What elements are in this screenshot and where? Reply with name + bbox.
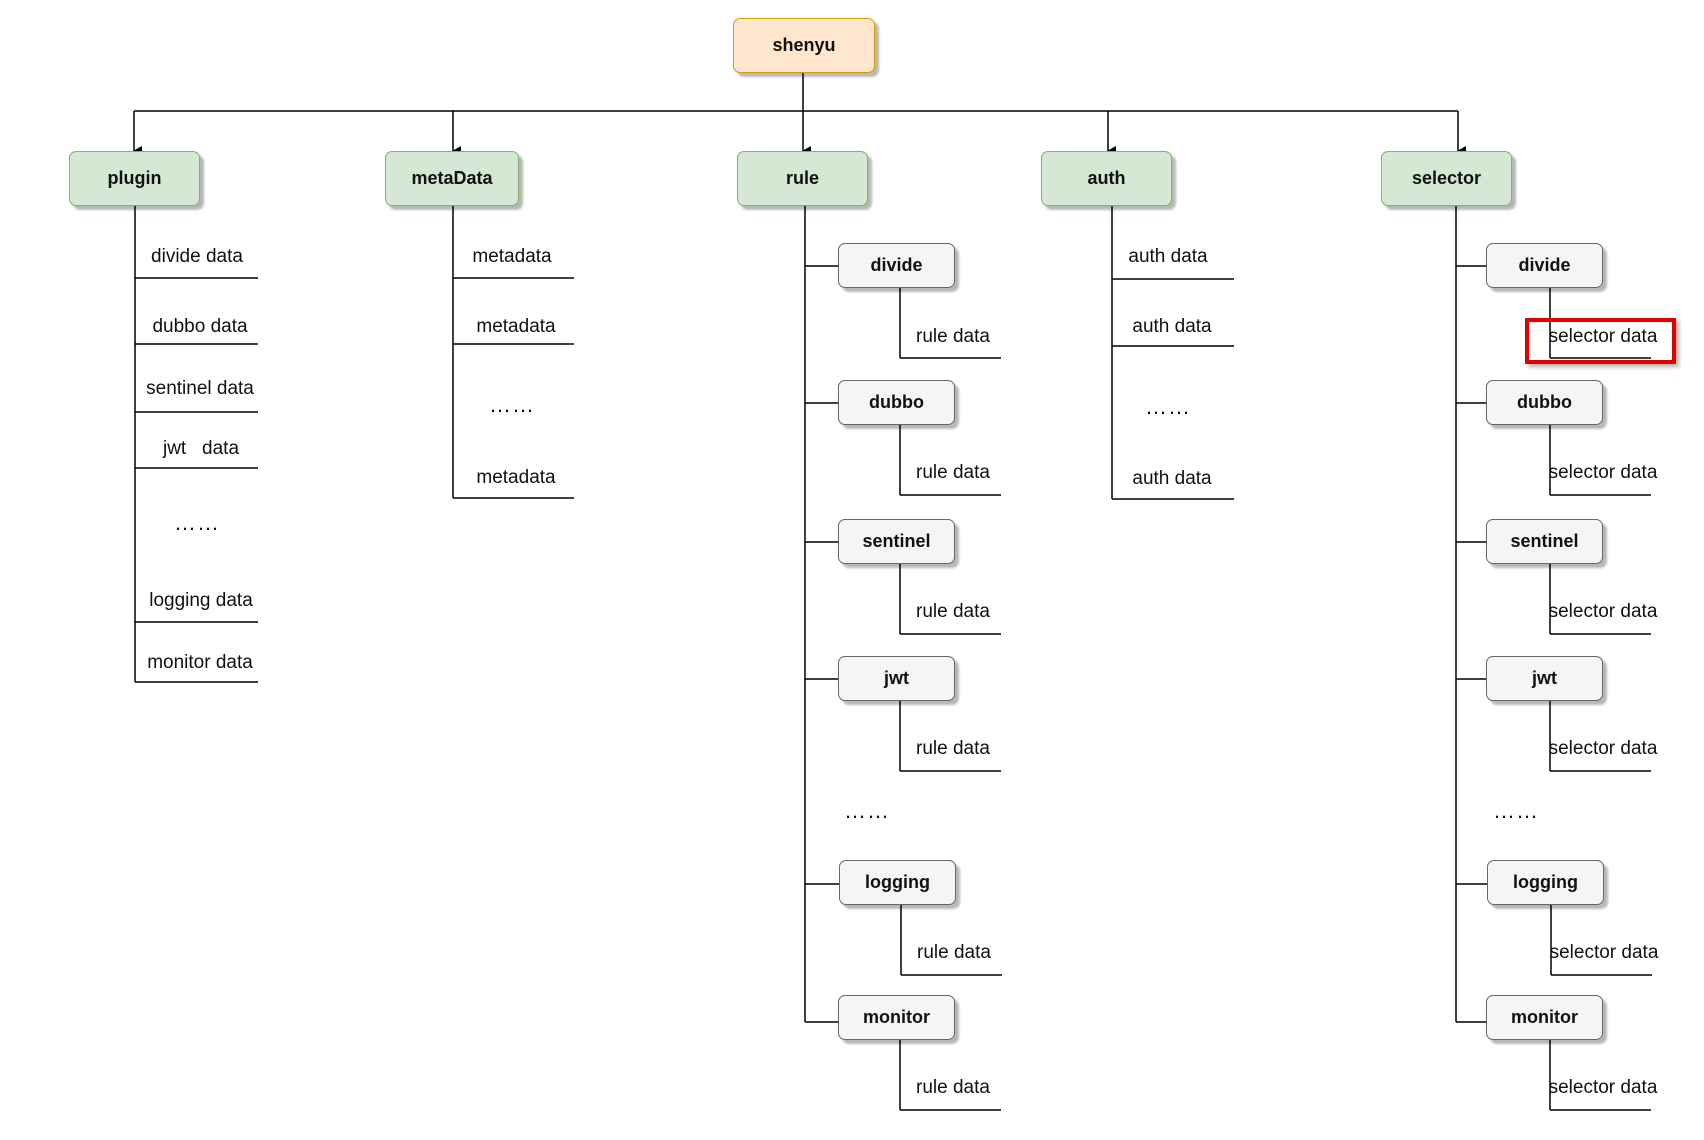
rule-plugin-label: logging xyxy=(865,872,930,892)
selector-plugin-label: sentinel xyxy=(1510,531,1579,551)
selector-plugin-node-dubbo: dubbo xyxy=(1486,380,1603,425)
selector-data-label: selector data xyxy=(1548,601,1658,622)
selector-plugin-node-monitor: monitor xyxy=(1486,995,1603,1040)
category-node-plugin: plugin xyxy=(69,151,200,206)
category-label-auth: auth xyxy=(1087,168,1126,188)
rule-plugin-node-divide: divide xyxy=(838,243,955,288)
rule-plugin-node-sentinel: sentinel xyxy=(838,519,955,564)
rule-plugin-label: dubbo xyxy=(869,392,924,412)
selector-plugin-label: dubbo xyxy=(1517,392,1572,412)
plugin-item: monitor data xyxy=(147,652,253,673)
rule-plugin-label: sentinel xyxy=(862,531,931,551)
auth-item: auth data xyxy=(1132,316,1212,337)
category-node-rule: rule xyxy=(737,151,868,206)
plugin-ellipsis: …… xyxy=(174,510,220,535)
selector-plugin-label: monitor xyxy=(1511,1007,1578,1027)
selector-plugin-node-logging: logging xyxy=(1487,860,1604,905)
selector-plugin-node-divide: divide xyxy=(1486,243,1603,288)
plugin-item: dubbo data xyxy=(152,316,248,337)
category-node-selector: selector xyxy=(1381,151,1512,206)
selector-data-label: selector data xyxy=(1548,738,1658,759)
highlight-box xyxy=(1525,318,1676,364)
selector-plugin-label: logging xyxy=(1513,872,1578,892)
rule-plugin-label: jwt xyxy=(884,668,909,688)
selector-data-label: selector data xyxy=(1548,1077,1658,1098)
category-label-rule: rule xyxy=(785,168,819,188)
root-node-shenyu: shenyu xyxy=(733,18,875,73)
selector-plugin-label: jwt xyxy=(1532,668,1557,688)
rule-data-label: rule data xyxy=(917,942,991,963)
category-label-plugin: plugin xyxy=(107,168,162,188)
metadata-item: metadata xyxy=(472,246,552,267)
category-label-metadata: metaData xyxy=(411,168,493,188)
selector-plugin-node-jwt: jwt xyxy=(1486,656,1603,701)
selector-plugin-label: divide xyxy=(1518,255,1571,275)
selector-data-label: selector data xyxy=(1548,326,1658,347)
metadata-item: metadata xyxy=(476,467,556,488)
auth-ellipsis: …… xyxy=(1145,394,1191,419)
category-node-auth: auth xyxy=(1041,151,1172,206)
category-label-selector: selector xyxy=(1411,168,1482,188)
selector-data-label: selector data xyxy=(1548,462,1658,483)
auth-item: auth data xyxy=(1128,246,1208,267)
rule-data-label: rule data xyxy=(916,601,990,622)
rule-plugin-node-logging: logging xyxy=(839,860,956,905)
selector-ellipsis: …… xyxy=(1493,798,1539,823)
rule-plugin-node-dubbo: dubbo xyxy=(838,380,955,425)
root-node-label: shenyu xyxy=(772,35,836,55)
selector-plugin-node-sentinel: sentinel xyxy=(1486,519,1603,564)
selector-data-label: selector data xyxy=(1549,942,1659,963)
plugin-item: sentinel data xyxy=(146,378,254,399)
metadata-item: metadata xyxy=(476,316,556,337)
plugin-item: logging data xyxy=(149,590,253,611)
plugin-item: jwt data xyxy=(162,438,240,459)
metadata-ellipsis: …… xyxy=(489,392,535,417)
rule-plugin-label: monitor xyxy=(863,1007,930,1027)
rule-plugin-node-jwt: jwt xyxy=(838,656,955,701)
rule-data-label: rule data xyxy=(916,738,990,759)
rule-plugin-label: divide xyxy=(870,255,923,275)
category-node-metadata: metaData xyxy=(385,151,519,206)
plugin-item: divide data xyxy=(151,246,243,267)
rule-data-label: rule data xyxy=(916,1077,990,1098)
auth-item: auth data xyxy=(1132,468,1212,489)
rule-ellipsis: …… xyxy=(844,798,890,823)
rule-plugin-node-monitor: monitor xyxy=(838,995,955,1040)
rule-data-label: rule data xyxy=(916,326,990,347)
rule-data-label: rule data xyxy=(916,462,990,483)
